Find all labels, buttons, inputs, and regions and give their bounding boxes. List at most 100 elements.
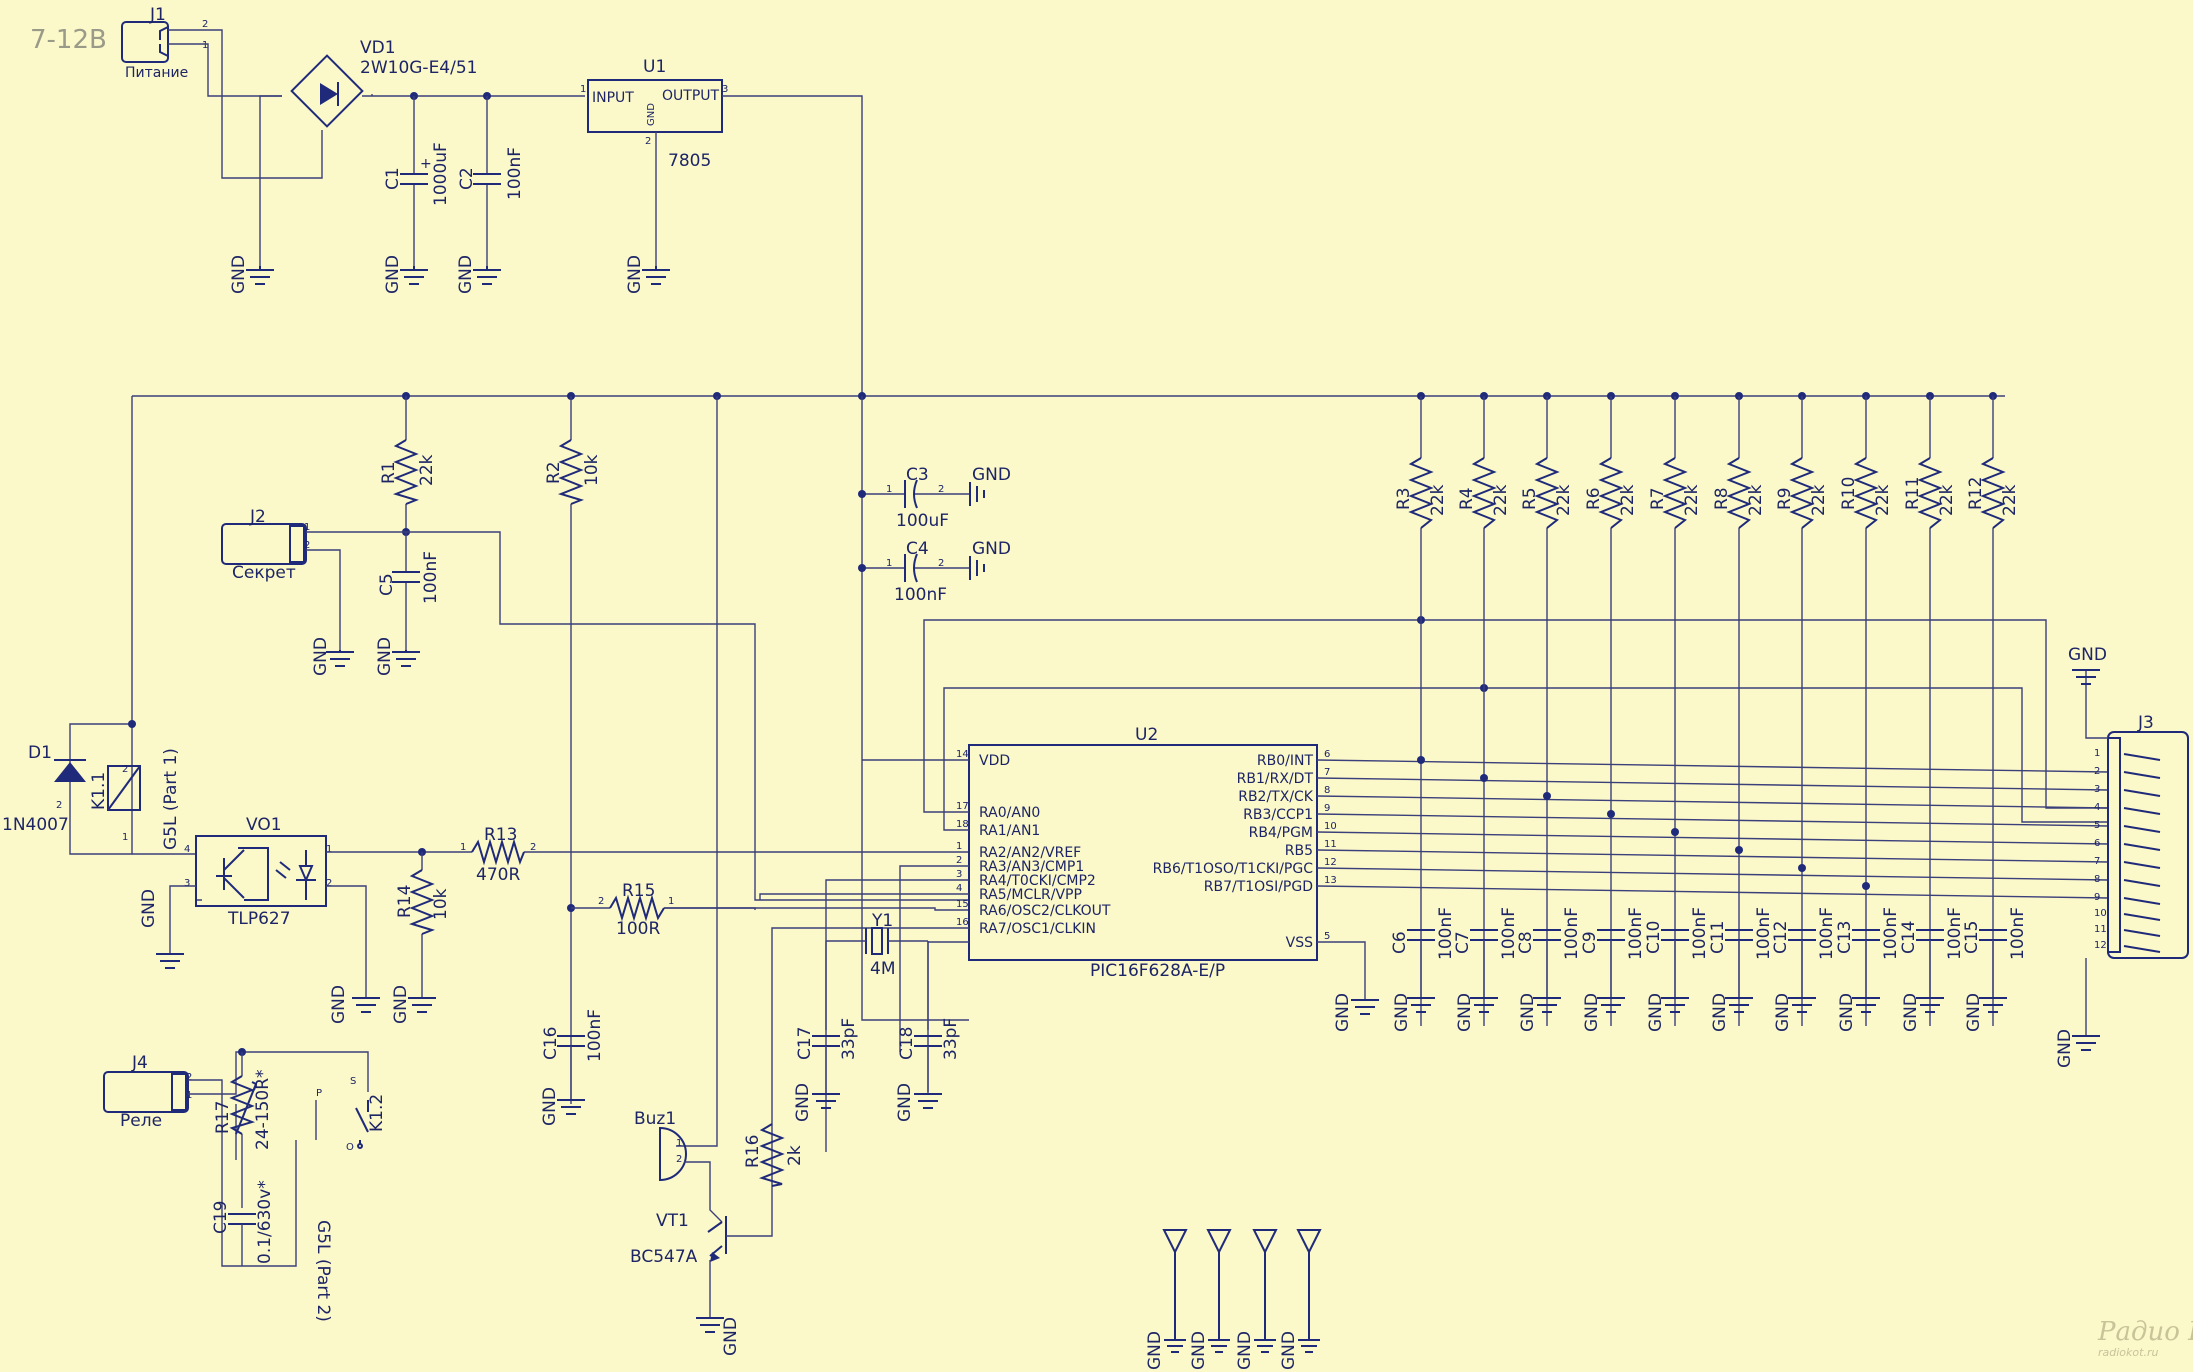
u2-pin-14-number: 14 [956, 749, 969, 760]
svg-text:GND: GND [646, 103, 657, 126]
bus-junction [1735, 846, 1743, 854]
svg-text:GND: GND [895, 1083, 915, 1122]
svg-text:100uF: 100uF [896, 511, 949, 531]
pullup-resistor-ref: R9 [1775, 487, 1795, 510]
supply-voltage-label: 7-12В [30, 25, 107, 55]
svg-text:G5L (Part 1): G5L (Part 1) [161, 748, 181, 850]
rb-bus-line [1316, 867, 2109, 881]
pullup-capacitor-ref: C14 [1899, 920, 1919, 954]
j3-contact [2123, 929, 2161, 937]
svg-text:K1.2: K1.2 [367, 1094, 387, 1132]
u2-pin-18-label: RA1/AN1 [979, 823, 1040, 839]
pullup-resistor-R12 [1980, 457, 2006, 529]
svg-text:GND: GND [972, 539, 1011, 559]
u2-pin-5-number: 5 [1324, 931, 1330, 942]
pullup-resistor-ref: R7 [1648, 487, 1668, 510]
svg-text:2: 2 [598, 896, 604, 907]
u2-pin-13-label: RB7/T1OSI/PGD [1204, 879, 1313, 895]
svg-text:2: 2 [56, 800, 62, 811]
bus-junction [1480, 774, 1488, 782]
capacitor-c16: C16 100nF GND [540, 1009, 605, 1126]
svg-text:10k: 10k [582, 454, 602, 486]
svg-text:C2: C2 [457, 167, 477, 190]
resistor-r17: R17 24-150R* [213, 1052, 273, 1208]
pullup-capacitor-ref: C15 [1962, 920, 1982, 954]
u2-pin-1-number: 1 [956, 841, 962, 852]
svg-text:R15: R15 [622, 881, 655, 901]
svg-text:+: + [420, 156, 432, 172]
pullup-resistor-ref: R11 [1903, 477, 1923, 510]
svg-text:Секрет: Секрет [232, 563, 296, 583]
u2-pin-1-label: RA2/AN2/VREF [979, 845, 1081, 861]
u2-pin-15-number: 15 [956, 899, 969, 910]
svg-text:INPUT: INPUT [592, 90, 634, 106]
svg-text:R17: R17 [213, 1101, 233, 1134]
svg-text:7805: 7805 [668, 151, 711, 171]
svg-text:24-150R*: 24-150R* [253, 1069, 273, 1150]
u2-pin-17-number: 17 [956, 801, 969, 812]
svg-text:C1: C1 [383, 167, 403, 190]
svg-text:GND: GND [1279, 1331, 1299, 1370]
pullup-capacitor-ref: C11 [1708, 920, 1728, 954]
capacitor-c18: C18 33pF GND [895, 1018, 961, 1122]
svg-text:TLP627: TLP627 [227, 909, 291, 929]
u2-pin-9-number: 9 [1324, 803, 1330, 814]
pullup-capacitor-value: 100nF [1626, 907, 1646, 960]
svg-text:100R: 100R [616, 919, 660, 939]
pullup-resistor-value: 22k [1873, 484, 1893, 516]
crystal-y1: Y1 4M [865, 911, 895, 979]
u2-pin-3-number: 3 [956, 869, 962, 880]
bus-junction [1862, 882, 1870, 890]
pullup-resistor-R5 [1534, 457, 1560, 529]
rb-bus-line [1316, 759, 2109, 773]
pullup-resistor-value: 22k [2000, 484, 2020, 516]
pullup-gnd [1979, 997, 2007, 1013]
svg-text:2: 2 [122, 764, 128, 775]
pullup-resistor-value: 22k [1746, 484, 1766, 516]
svg-text:U1: U1 [643, 57, 666, 77]
pullup-gnd [1533, 997, 1561, 1013]
svg-text:2W10G-E4/51: 2W10G-E4/51 [360, 58, 477, 78]
svg-text:2: 2 [676, 1154, 682, 1165]
svg-text:GND: GND [625, 255, 645, 294]
svg-text:GND: GND [1333, 993, 1353, 1032]
svg-text:U2: U2 [1135, 725, 1158, 745]
svg-text:GND: GND [375, 637, 395, 676]
pullup-gnd [1725, 997, 1753, 1013]
pullup-resistor-value: 22k [1682, 484, 1702, 516]
svg-text:22k: 22k [417, 454, 437, 486]
svg-text:2: 2 [938, 484, 944, 495]
j3-pin-6: 6 [2094, 838, 2100, 849]
u2-pin-11-label: RB5 [1285, 843, 1313, 859]
svg-text:J2: J2 [249, 507, 266, 527]
svg-text:2: 2 [645, 136, 651, 147]
svg-text:2: 2 [938, 558, 944, 569]
bus-junction [1607, 810, 1615, 818]
svg-text:GND: GND [391, 985, 411, 1024]
svg-text:BC547A: BC547A [630, 1247, 698, 1267]
gnd-opto: GND GND [139, 889, 380, 1024]
pullup-resistor-R7 [1662, 457, 1688, 529]
svg-text:GND: GND [2068, 645, 2107, 665]
svg-text:33pF: 33pF [941, 1018, 961, 1060]
gnd-top-row: GND GND GND GND [229, 255, 670, 294]
pullup-resistor-R3 [1408, 457, 1434, 529]
resistor-r14: R14 10k GND [391, 852, 451, 1024]
rb-bus-line [1316, 831, 2109, 845]
gnd-j2-c5: GND GND [311, 637, 420, 676]
svg-text:C18: C18 [897, 1026, 917, 1060]
pullup-gnd-label: GND [1392, 993, 1412, 1032]
connector-j2: J2 Секрет 12 [221, 507, 310, 583]
svg-text:R2: R2 [544, 461, 564, 484]
j3-pin-11: 11 [2094, 924, 2107, 935]
pullup-resistor-ref: R8 [1712, 487, 1732, 510]
buzzer-buz1: Buz1 12 [634, 1109, 687, 1182]
connector-j1: J1 Питание 21 [121, 5, 208, 81]
pullup-capacitor-value: 100nF [1881, 907, 1901, 960]
pullup-gnd-label: GND [1773, 993, 1793, 1032]
j3-pin-3: 3 [2094, 784, 2100, 795]
u2-pin-12-number: 12 [1324, 857, 1337, 868]
j3-pin-1: 1 [2094, 748, 2100, 759]
